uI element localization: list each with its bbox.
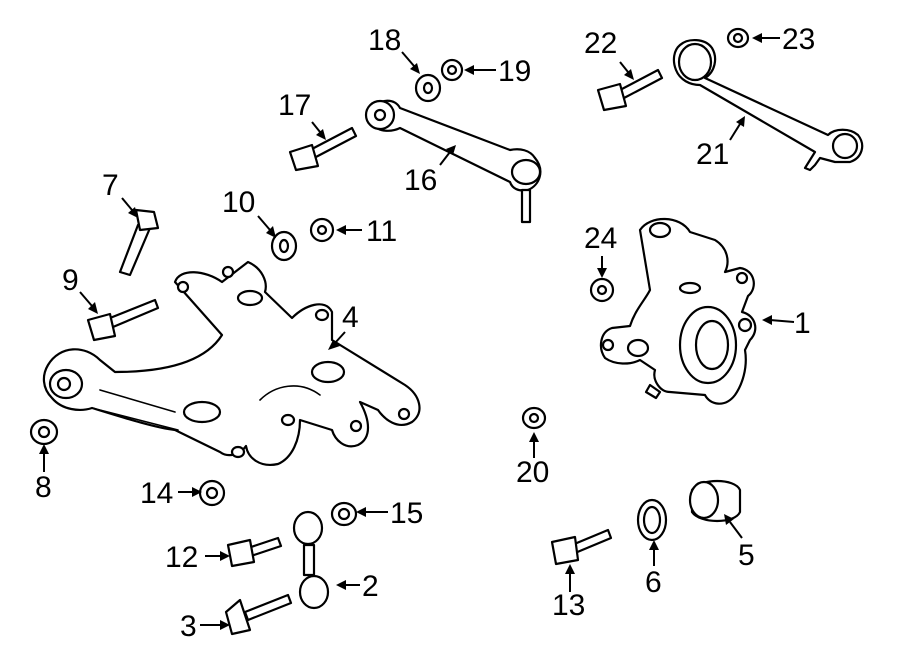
- part-17-bolt: [288, 126, 358, 172]
- callout-15: 15: [390, 497, 423, 530]
- part-4-lower-control-arm: [42, 260, 421, 466]
- callout-1: 1: [794, 307, 811, 340]
- callout-14: 14: [140, 477, 173, 510]
- part-5-bushing: [688, 479, 742, 523]
- part-1-knuckle: [599, 217, 757, 405]
- part-21-upper-link: [672, 39, 864, 172]
- part-8-nut: [29, 418, 59, 446]
- callout-24: 24: [584, 222, 617, 255]
- part-12-bolt: [226, 536, 283, 568]
- leader-lines: [39, 33, 795, 630]
- part-9-bolt: [86, 298, 160, 342]
- part-23-nut: [726, 27, 750, 49]
- part-24-nut: [589, 277, 615, 303]
- part-2-stabilizer-link: [292, 510, 330, 610]
- callout-labels: 1 2 3 4 5 6 7 8 9 10 11 12 13 14 15 16 1…: [35, 23, 815, 643]
- part-22-bolt: [596, 68, 664, 112]
- callout-4: 4: [342, 301, 359, 334]
- part-3-bolt: [224, 593, 293, 636]
- callout-22: 22: [584, 27, 617, 60]
- callout-8: 8: [35, 471, 52, 504]
- part-15-nut: [330, 501, 358, 527]
- callout-18: 18: [368, 24, 401, 57]
- callout-19: 19: [498, 55, 531, 88]
- callout-2: 2: [362, 570, 379, 603]
- callout-7: 7: [102, 169, 119, 202]
- callout-23: 23: [782, 23, 815, 56]
- part-16-upper-link: [364, 99, 542, 224]
- callout-16: 16: [404, 164, 437, 197]
- part-7-bolt: [118, 208, 160, 277]
- callout-17: 17: [278, 89, 311, 122]
- part-10-washer: [270, 230, 298, 262]
- callout-21: 21: [696, 138, 729, 171]
- callout-9: 9: [62, 264, 79, 297]
- part-13-bolt: [550, 528, 613, 566]
- callout-6: 6: [645, 566, 662, 599]
- part-6-washer: [636, 498, 668, 542]
- part-11-nut: [309, 217, 335, 243]
- part-19-nut: [440, 58, 464, 82]
- callout-12: 12: [165, 541, 198, 574]
- part-20-nut: [521, 406, 547, 430]
- callout-10: 10: [222, 186, 255, 219]
- callout-3: 3: [180, 610, 197, 643]
- part-14-nut: [198, 479, 226, 507]
- callout-5: 5: [738, 539, 755, 572]
- part-18-washer: [414, 73, 442, 103]
- callout-20: 20: [516, 456, 549, 489]
- callout-11: 11: [366, 215, 397, 248]
- callout-13: 13: [552, 589, 585, 622]
